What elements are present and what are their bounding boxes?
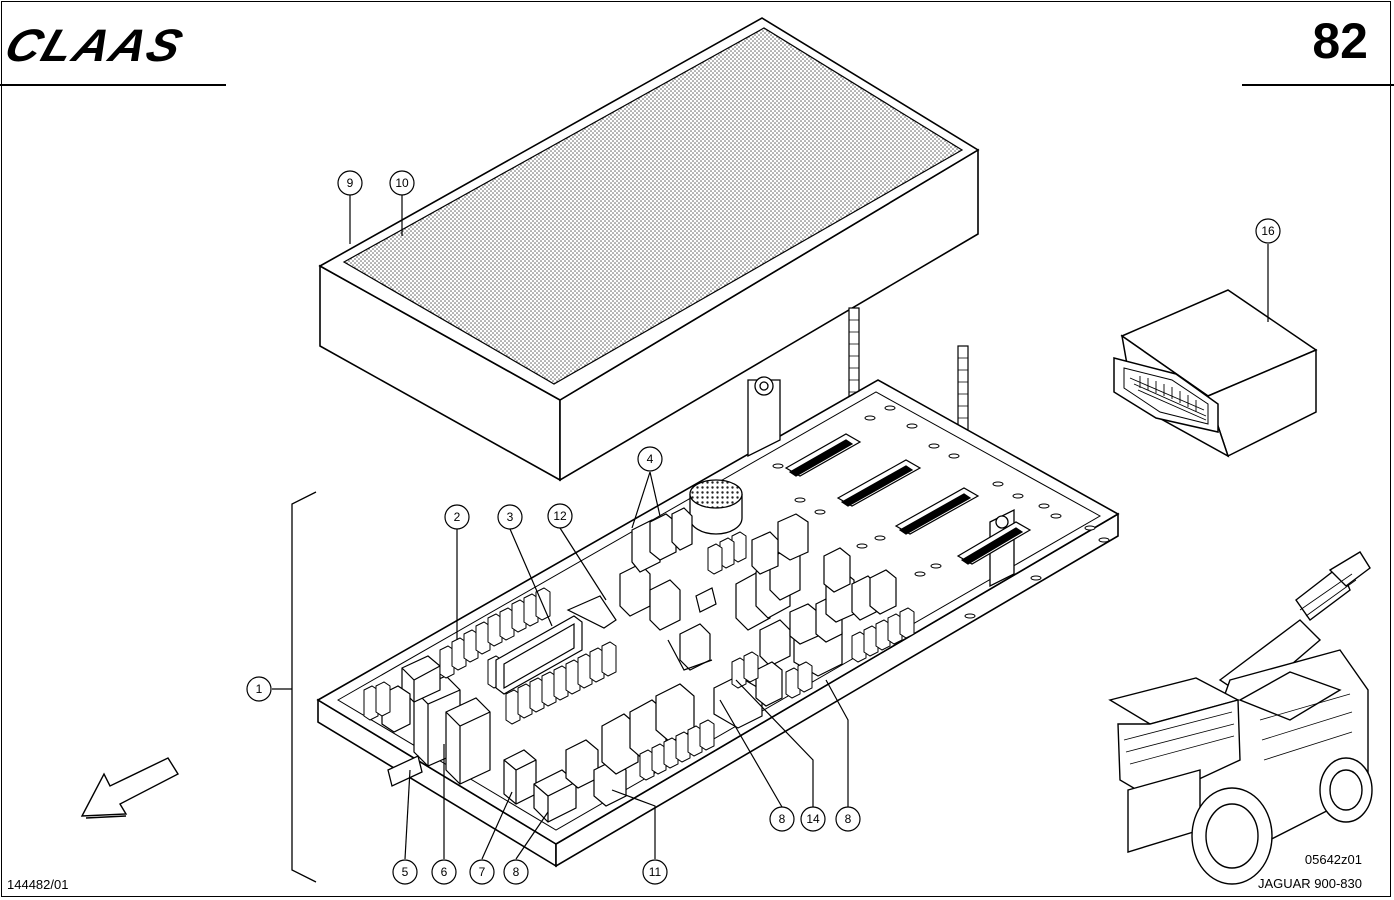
buzzer	[689, 479, 743, 535]
mounting-bracket	[747, 376, 781, 458]
callout-label-6: 6	[441, 865, 448, 879]
callout-label-12: 12	[553, 509, 567, 523]
callout-label-11: 11	[649, 865, 662, 879]
callout-label-9: 9	[347, 176, 354, 190]
base-plate	[316, 379, 1120, 868]
callout-9	[337, 170, 363, 196]
board-connectors	[784, 433, 1032, 565]
callout-label-16: 16	[1261, 224, 1275, 238]
terminal-strip	[495, 587, 717, 695]
callout-8-a	[503, 859, 529, 885]
callout-circles	[246, 170, 1281, 885]
leader-lines	[272, 195, 1269, 860]
callout-7	[469, 859, 495, 885]
callout-6	[431, 859, 457, 885]
callout-label-14: 14	[806, 812, 820, 826]
callout-label-1: 1	[256, 682, 263, 696]
fuses	[363, 531, 915, 781]
model-name: JAGUAR 900-830	[1257, 876, 1362, 891]
header-rule-left	[0, 84, 226, 86]
callout-label-8-c: 8	[845, 812, 852, 826]
header-rule-right	[1242, 84, 1394, 86]
callout-label-5: 5	[402, 865, 409, 879]
callout-label-4: 4	[647, 452, 654, 466]
callout-label-10: 10	[395, 176, 409, 190]
document-number: 144482/01	[7, 877, 69, 892]
callout-label-8-b: 8	[779, 812, 786, 826]
cover-housing	[318, 17, 980, 482]
callout-8-c	[835, 806, 861, 832]
callout-10	[389, 170, 415, 196]
callout-3	[497, 504, 523, 530]
callout-label-7: 7	[479, 865, 486, 879]
drawing-number: 05642z01	[1304, 852, 1362, 867]
control-module	[1113, 289, 1318, 458]
callout-8-b	[769, 806, 795, 832]
callout-label-8-a: 8	[513, 865, 520, 879]
callout-label-2: 2	[454, 510, 461, 524]
front-direction-arrow-icon	[80, 757, 179, 819]
board-slots	[772, 405, 1110, 619]
callout-label-3: 3	[507, 510, 514, 524]
callout-1	[246, 676, 272, 702]
callout-2	[444, 504, 470, 530]
callout-16	[1255, 218, 1281, 244]
callout-labels: 9 10 16 4 2 3 12 1 5 6 7 8 11 8 14 8	[256, 176, 1275, 879]
forage-harvester-icon	[1108, 551, 1373, 885]
callout-4	[637, 446, 663, 472]
callout-14	[800, 806, 826, 832]
callout-12	[547, 503, 573, 529]
page-number: 82	[1312, 13, 1368, 69]
callout-5	[392, 859, 418, 885]
callout-11	[642, 859, 668, 885]
